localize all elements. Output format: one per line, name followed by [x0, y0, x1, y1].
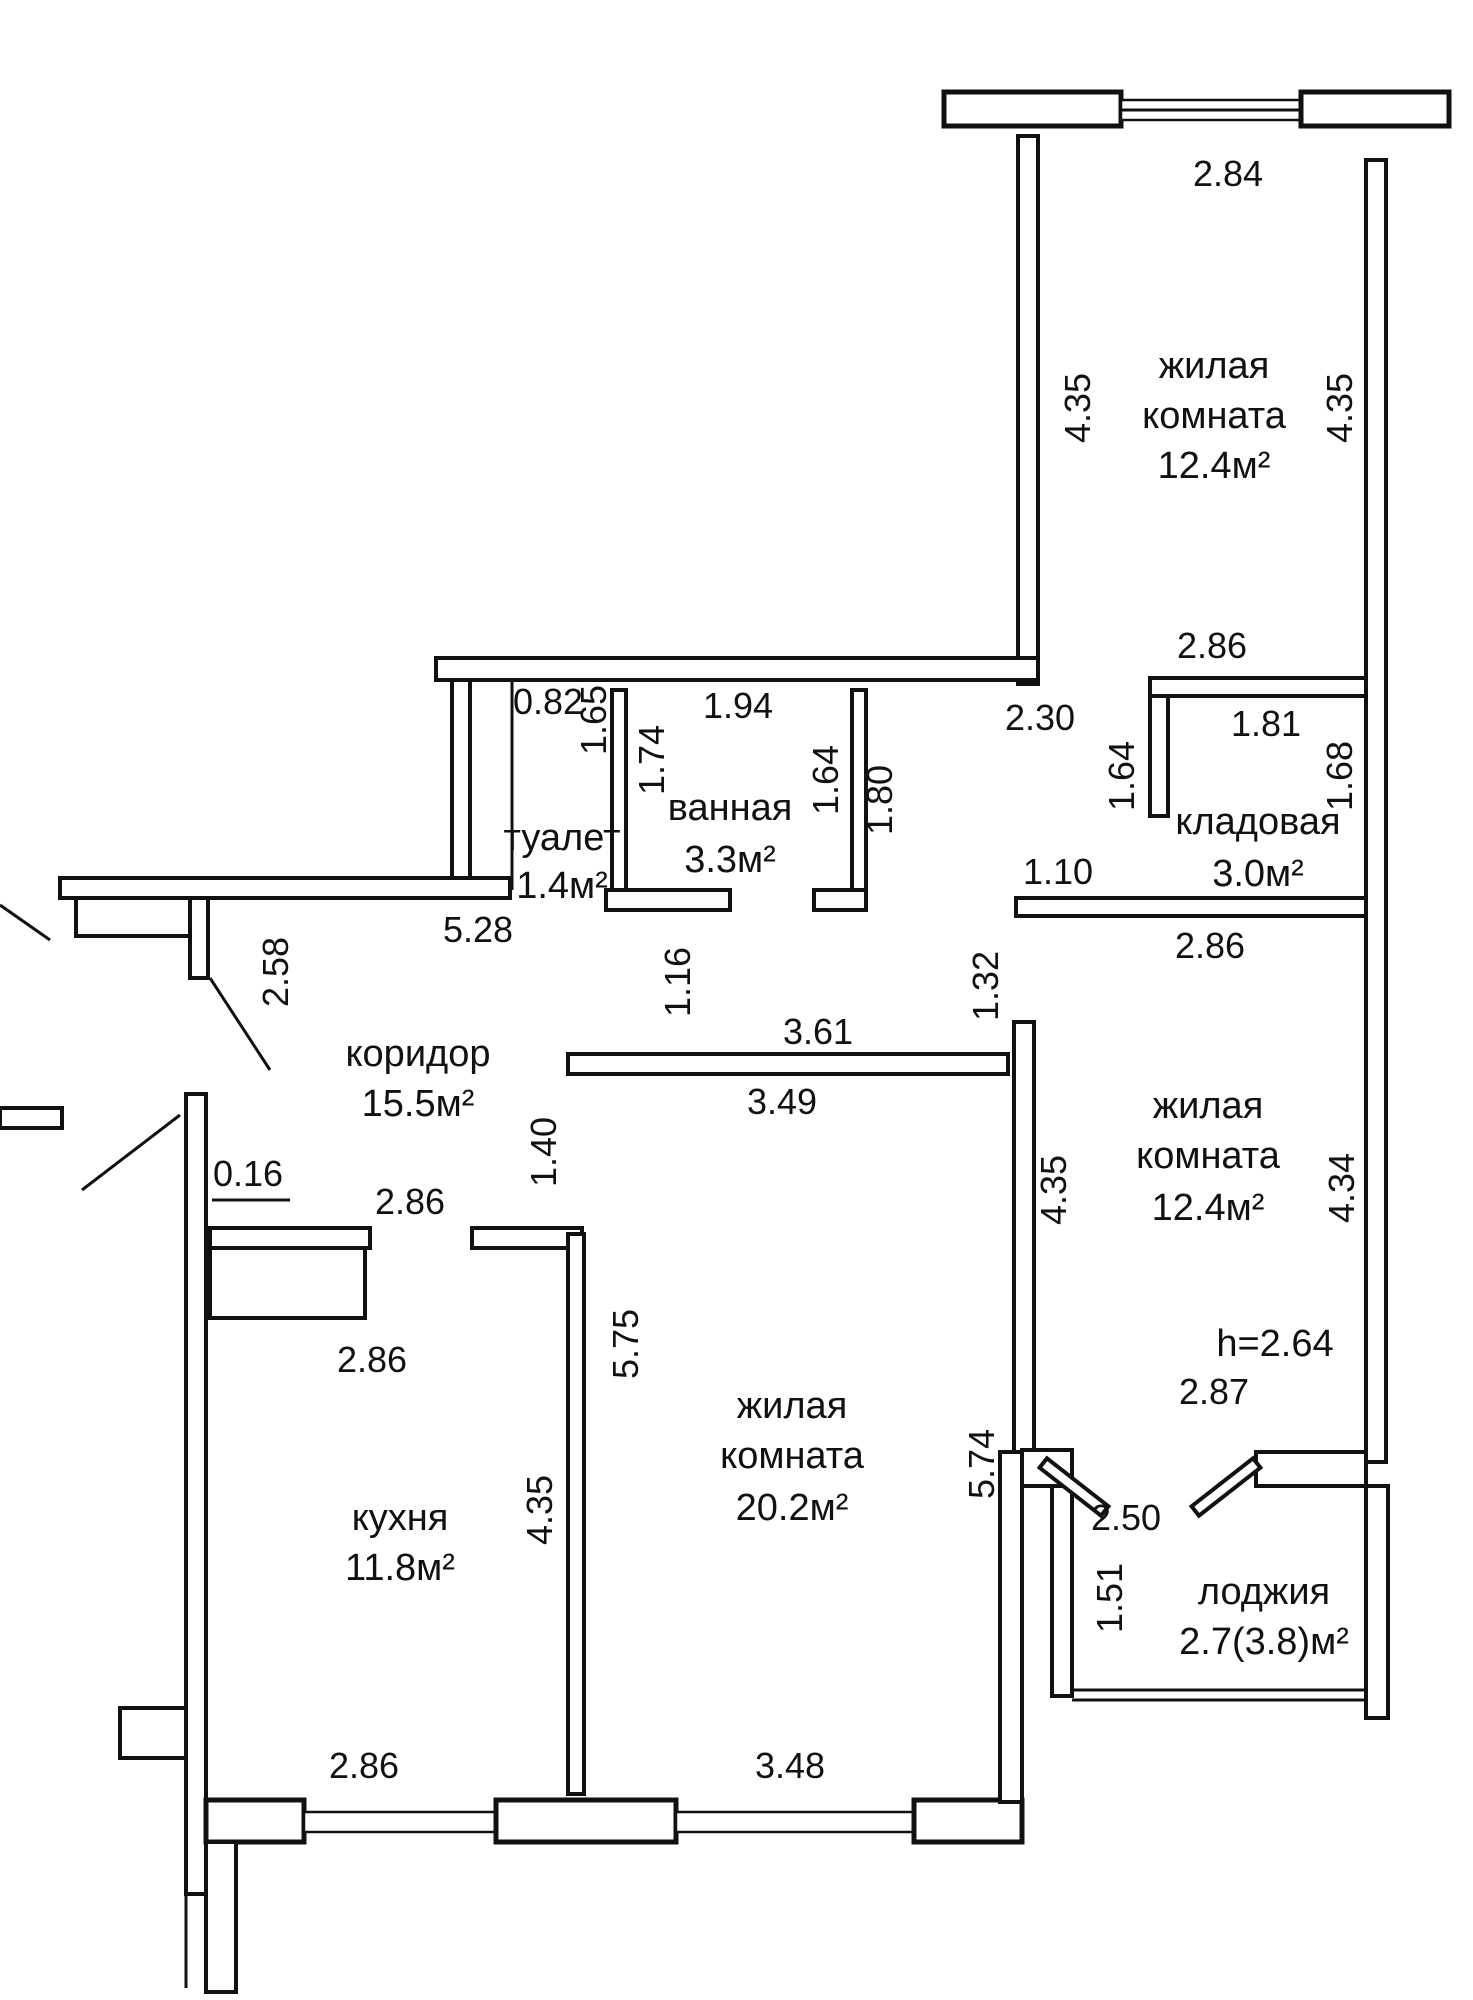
bathroom-area: 3.3м²: [684, 839, 776, 881]
dim-loggia-w: 2.50: [1091, 1497, 1161, 1538]
dim-storage-bottom-a: 1.10: [1023, 851, 1093, 892]
living-top-name-1: жилая: [1159, 345, 1270, 387]
dim-big-h-right: 5.74: [961, 1429, 1002, 1499]
living-top-area: 12.4м²: [1158, 445, 1271, 487]
dim-big-h-left: 5.75: [605, 1309, 646, 1379]
dim-storage-bottom-b: 2.86: [1175, 925, 1245, 966]
dim-corr-1-40: 1.40: [523, 1117, 564, 1187]
dim-kit-mid: 2.86: [337, 1339, 407, 1380]
bathroom-walls: [604, 688, 868, 912]
dim-storage-top: 2.86: [1177, 625, 1247, 666]
exterior-fragments: [0, 903, 181, 1192]
storage-area: 3.0м²: [1212, 853, 1304, 895]
hall-top-wall: [434, 656, 1040, 682]
living-top-name-2: комната: [1142, 395, 1287, 437]
toilet-area: 1.4м²: [516, 865, 608, 907]
dim-kit-top: 2.86: [375, 1181, 445, 1222]
dim-corr-5-28: 5.28: [443, 909, 513, 950]
dim-top-right-h: 4.35: [1319, 373, 1360, 443]
dim-corr-1-32: 1.32: [965, 951, 1006, 1021]
living-big-area: 20.2м²: [736, 1487, 849, 1529]
living-big-name-2: комната: [720, 1435, 865, 1477]
kitchen-name: кухня: [352, 1497, 449, 1539]
storage-name: кладовая: [1175, 801, 1340, 843]
top-room-left-wall: [1016, 134, 1040, 686]
living-right-name-2: комната: [1136, 1135, 1281, 1177]
corridor-partition: [566, 1020, 1036, 1454]
toilet-name: туалет: [504, 817, 621, 859]
bottom-window-wall: [203, 1450, 1025, 1994]
dim-toilet-h: 1.65: [573, 685, 614, 755]
living-right-area: 12.4м²: [1152, 1187, 1265, 1229]
living-right-name-1: жилая: [1153, 1085, 1264, 1127]
loggia-name: лоджия: [1198, 1571, 1330, 1613]
dim-right-room-h-right: 4.34: [1321, 1153, 1362, 1223]
dim-kit-0-16: 0.16: [213, 1153, 283, 1194]
loggia-area: 2.7(3.8)м²: [1179, 1621, 1349, 1663]
dim-kit-h: 4.35: [519, 1475, 560, 1545]
dim-loggia-h: 1.51: [1089, 1563, 1130, 1633]
dim-bath-left-h: 1.74: [631, 725, 672, 795]
toilet-left-wall: [450, 678, 514, 890]
storage-walls: [1014, 676, 1368, 918]
dim-corr-3-61: 3.61: [783, 1011, 853, 1052]
corridor-top-wall: [58, 876, 512, 1071]
ceiling-height: h=2.64: [1216, 1323, 1333, 1365]
dim-corr-1-16: 1.16: [657, 947, 698, 1017]
corridor-name: коридор: [346, 1033, 491, 1075]
dim-right-room-bottom: 2.87: [1179, 1371, 1249, 1412]
kitchen-area: 11.8м²: [345, 1547, 455, 1589]
top-window-wall: [941, 89, 1452, 129]
bathroom-name: ванная: [668, 787, 793, 829]
dim-top-left-h: 4.35: [1057, 373, 1098, 443]
kitchen-living-wall: [566, 1232, 586, 1796]
dim-corr-2-58: 2.58: [255, 937, 296, 1007]
dim-storage-right: 1.68: [1319, 741, 1360, 811]
dim-storage-left: 1.64: [1101, 741, 1142, 811]
dim-bath-h1: 1.64: [805, 745, 846, 815]
dim-storage-inner: 1.81: [1231, 703, 1301, 744]
dim-right-room-h-left: 4.35: [1033, 1155, 1074, 1225]
left-exterior-wall: [118, 1092, 208, 1988]
kitchen-top-walls: [208, 1198, 584, 1320]
dim-toilet-w: 0.82: [513, 681, 583, 722]
dim-top-width: 2.84: [1193, 153, 1263, 194]
dim-big-bottom: 3.48: [755, 1745, 825, 1786]
living-big-name-1: жилая: [737, 1385, 848, 1427]
dim-hall-2-30: 2.30: [1005, 697, 1075, 738]
corridor-area: 15.5м²: [362, 1083, 475, 1125]
loggia-walls: [1020, 1448, 1368, 1702]
dim-kit-bottom: 2.86: [329, 1745, 399, 1786]
dim-bath-h2: 1.80: [859, 765, 900, 835]
right-exterior-wall: [1364, 158, 1390, 1720]
dim-corr-3-49: 3.49: [747, 1081, 817, 1122]
dim-bath-w: 1.94: [703, 685, 773, 726]
